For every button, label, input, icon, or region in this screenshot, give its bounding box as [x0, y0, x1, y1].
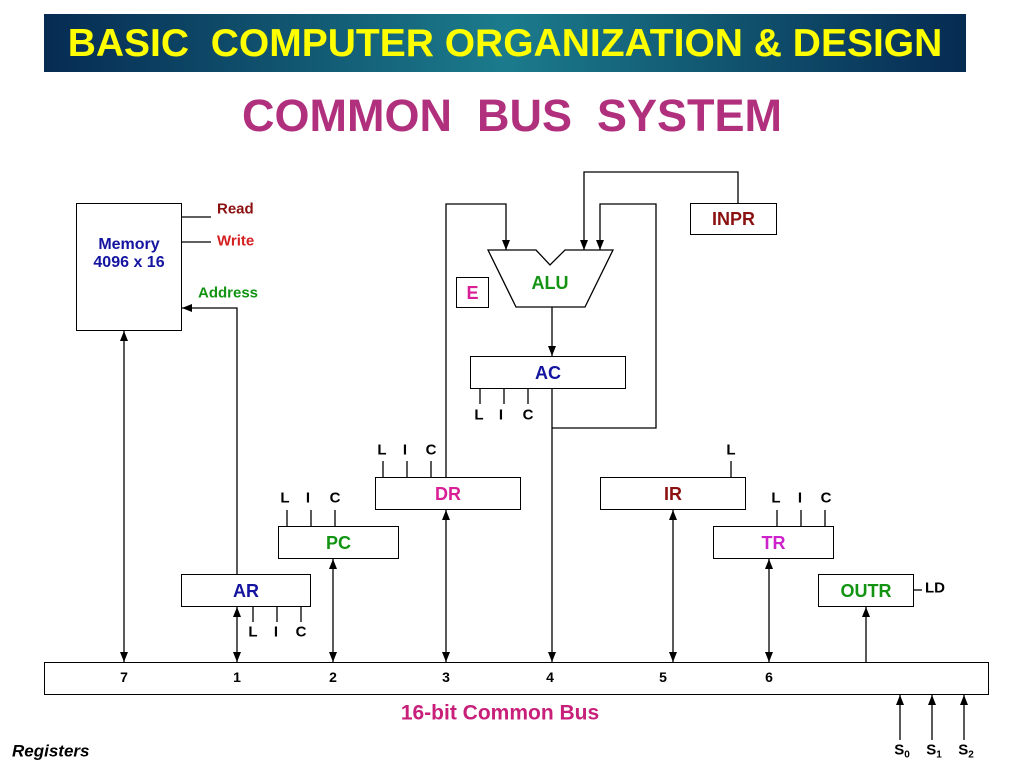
memory-unit: Memory 4096 x 16 [76, 203, 182, 331]
bus-number-tr: 6 [765, 669, 773, 685]
ac-load-label: L [474, 406, 484, 424]
alu-label: ALU [531, 273, 569, 293]
address-label: Address [198, 284, 259, 302]
outr-register: OUTR [818, 574, 914, 607]
ac-register: AC [470, 356, 626, 389]
pc-clear-label: C [329, 489, 341, 507]
ar-to-memory-address-link [182, 304, 238, 574]
bus-number-pc: 2 [329, 669, 337, 685]
bus-number-dr: 3 [442, 669, 450, 685]
ir-load-label: L [726, 441, 736, 459]
select-line-s1: S1 [926, 741, 942, 761]
inpr-to-alu-link [580, 171, 739, 250]
memory-name: Memory [98, 236, 160, 253]
tr-increment-label: I [797, 489, 803, 507]
tr-label: TR [761, 532, 786, 553]
write-label: Write [217, 232, 255, 250]
ar-control-lines [252, 607, 302, 622]
tr-clear-label: C [820, 489, 832, 507]
tr-control-lines [776, 510, 826, 526]
pc-increment-label: I [305, 489, 311, 507]
inpr-register: INPR [690, 203, 777, 235]
ac-increment-label: I [498, 406, 504, 424]
slide-title: BASIC COMPUTER ORGANIZATION & DESIGN [67, 21, 943, 65]
alu-shape [486, 249, 615, 308]
ar-increment-label: I [273, 623, 279, 641]
ac-label: AC [535, 362, 561, 383]
ar-clear-label: C [295, 623, 307, 641]
outr-label: OUTR [840, 580, 892, 601]
pc-label: PC [325, 532, 351, 553]
dr-label: DR [435, 483, 461, 504]
memory-size: 4096 x 16 [93, 254, 165, 271]
common-bus [44, 662, 989, 695]
slide-subtitle: COMMON BUS SYSTEM [241, 90, 783, 141]
ar-label: AR [233, 580, 259, 601]
pc-control-lines [286, 510, 336, 526]
inpr-label: INPR [711, 209, 755, 229]
dr-control-lines [382, 461, 432, 477]
pc-load-label: L [280, 489, 290, 507]
select-line-s0: S0 [894, 741, 910, 761]
read-label: Read [217, 200, 254, 218]
pc-register: PC [278, 526, 399, 559]
dr-to-alu-link [445, 203, 510, 477]
tr-register: TR [713, 526, 834, 559]
ac-control-lines [479, 389, 529, 404]
bus-number-ar: 1 [233, 669, 241, 685]
ar-register: AR [181, 574, 311, 607]
dr-load-label: L [377, 441, 387, 459]
bus-number-ir: 5 [659, 669, 667, 685]
ir-register: IR [600, 477, 746, 510]
dr-clear-label: C [425, 441, 437, 459]
e-flipflop: E [456, 277, 489, 308]
bus-label: 16-bit Common Bus [400, 701, 600, 725]
ar-load-label: L [248, 623, 258, 641]
e-label: E [466, 282, 479, 303]
dr-register: DR [375, 477, 521, 510]
ir-label: IR [664, 483, 682, 504]
footer-registers-label: Registers [12, 741, 90, 761]
ac-to-alu-feedback-link [552, 203, 657, 429]
select-line-arrows [896, 695, 968, 740]
outr-load-label: LD [925, 579, 945, 597]
ac-clear-label: C [522, 406, 534, 424]
bus-number-memory: 7 [120, 669, 128, 685]
dr-increment-label: I [402, 441, 408, 459]
select-line-s2: S2 [958, 741, 974, 761]
tr-load-label: L [771, 489, 781, 507]
title-banner: BASIC COMPUTER ORGANIZATION & DESIGN [44, 14, 966, 72]
bus-number-ac: 4 [546, 669, 554, 685]
